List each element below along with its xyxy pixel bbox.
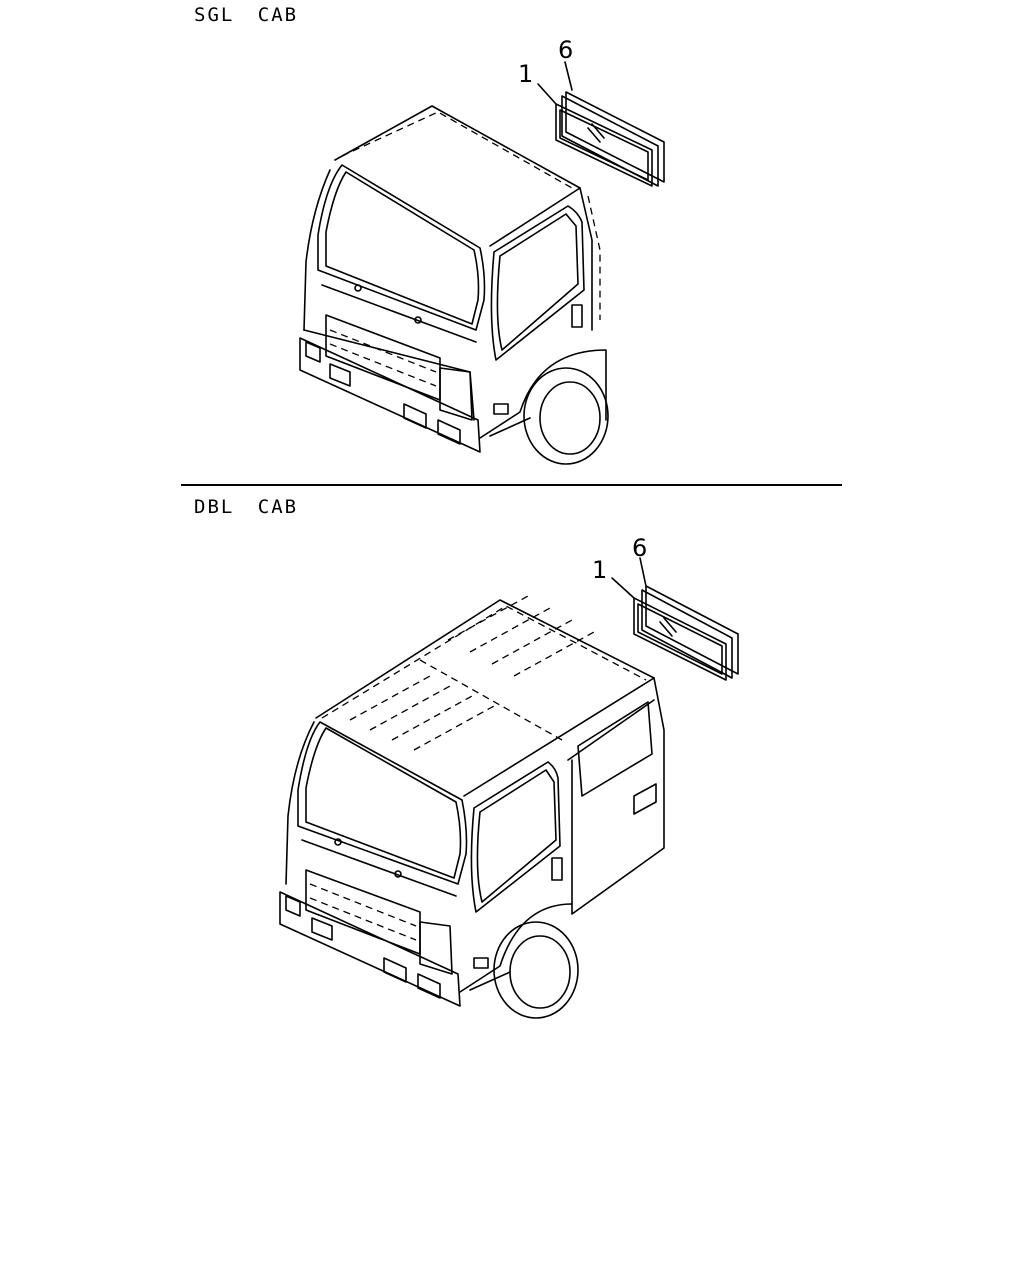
dbl-glass-part — [611, 557, 739, 681]
callout-6-sgl: 6 — [558, 36, 574, 64]
section-divider — [181, 484, 842, 486]
section-label-dbl-cab: DBL CAB — [194, 496, 299, 518]
callout-6-dbl: 6 — [632, 534, 648, 562]
sgl-glass-part — [537, 61, 665, 187]
section-label-sgl-cab: SGL CAB — [194, 4, 299, 26]
callout-1-dbl: 1 — [592, 556, 608, 584]
sgl-cab-truck-illustration — [299, 105, 609, 465]
dbl-cab-truck-illustration — [279, 595, 665, 1019]
callout-1-sgl: 1 — [518, 60, 534, 88]
